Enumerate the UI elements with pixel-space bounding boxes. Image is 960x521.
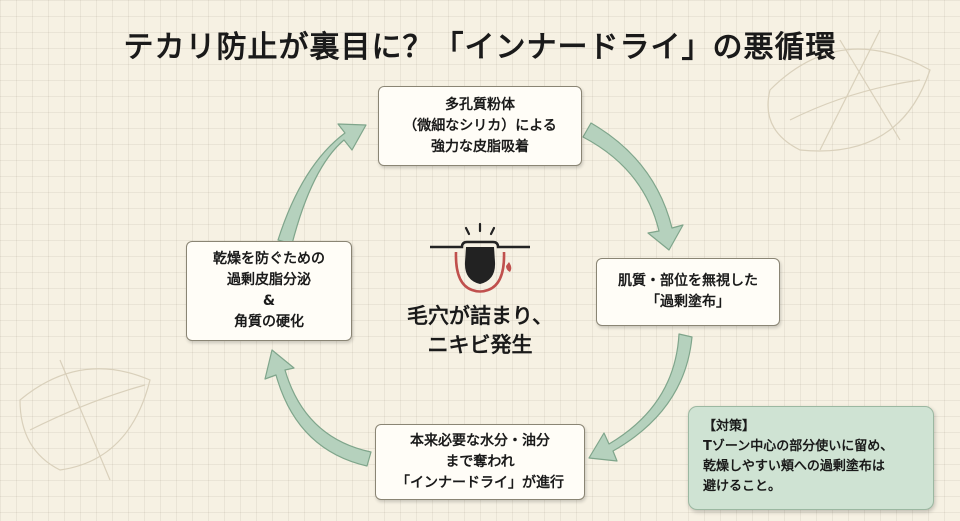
leaf-sketch-bottom-left [19,368,151,471]
cycle-step-line: 多孔質粉体 [445,96,515,113]
center-outcome-line: ニキビ発生 [427,333,533,357]
note-line: 乾燥しやすい頬への過剰塗布は [703,459,885,474]
note-line: 避けること。 [703,479,782,494]
page-title: テカリ防止が裏目に？「インナードライ」の悪循環 [123,30,837,65]
cycle-step-line: 「過剰塗布」 [646,294,730,310]
cycle-step-line: 角質の硬化 [234,314,304,330]
cycle-step-line: 本来必要な水分・油分 [410,432,550,449]
cycle-step-line: 乾燥を防ぐための [213,251,325,267]
leaf-sketch-top-right [767,48,931,152]
cycle-step-line: まで奪われ [445,453,515,470]
cycle-step-line: 「インナードライ」が進行 [396,474,564,491]
center-outcome: 毛穴が詰まり、 ニキビ発生 [370,302,590,360]
cycle-step-excess-sebum: 乾燥を防ぐための 過剰皮脂分泌 & 角質の硬化 [186,241,352,341]
note-heading: 【対策】 [703,419,756,434]
cycle-step-line: （微細なシリカ）による [403,117,557,134]
cycle-step-line: 肌質・部位を無視した [618,273,758,289]
arrow-bottom-to-left [264,349,372,467]
cycle-step-inner-dry: 本来必要な水分・油分 まで奪われ 「インナードライ」が進行 [375,424,585,500]
cycle-step-line: 過剰皮脂分泌 [227,272,311,288]
note-line: Tゾーン中心の部分使いに留め、 [703,439,894,454]
cycle-step-line: & [262,293,276,309]
arrow-top-to-right [582,122,684,251]
cycle-step-porous-powder: 多孔質粉体 （微細なシリカ）による 強力な皮脂吸着 [378,86,582,166]
cycle-step-over-application: 肌質・部位を無視した 「過剰塗布」 [596,258,780,326]
arrow-right-to-bottom [588,333,693,462]
countermeasure-note: 【対策】 Tゾーン中心の部分使いに留め、 乾燥しやすい頬への過剰塗布は 避けるこ… [688,406,934,510]
cycle-step-line: 強力な皮脂吸着 [431,138,529,155]
arrow-left-to-top [277,123,367,245]
center-outcome-line: 毛穴が詰まり、 [406,304,554,328]
